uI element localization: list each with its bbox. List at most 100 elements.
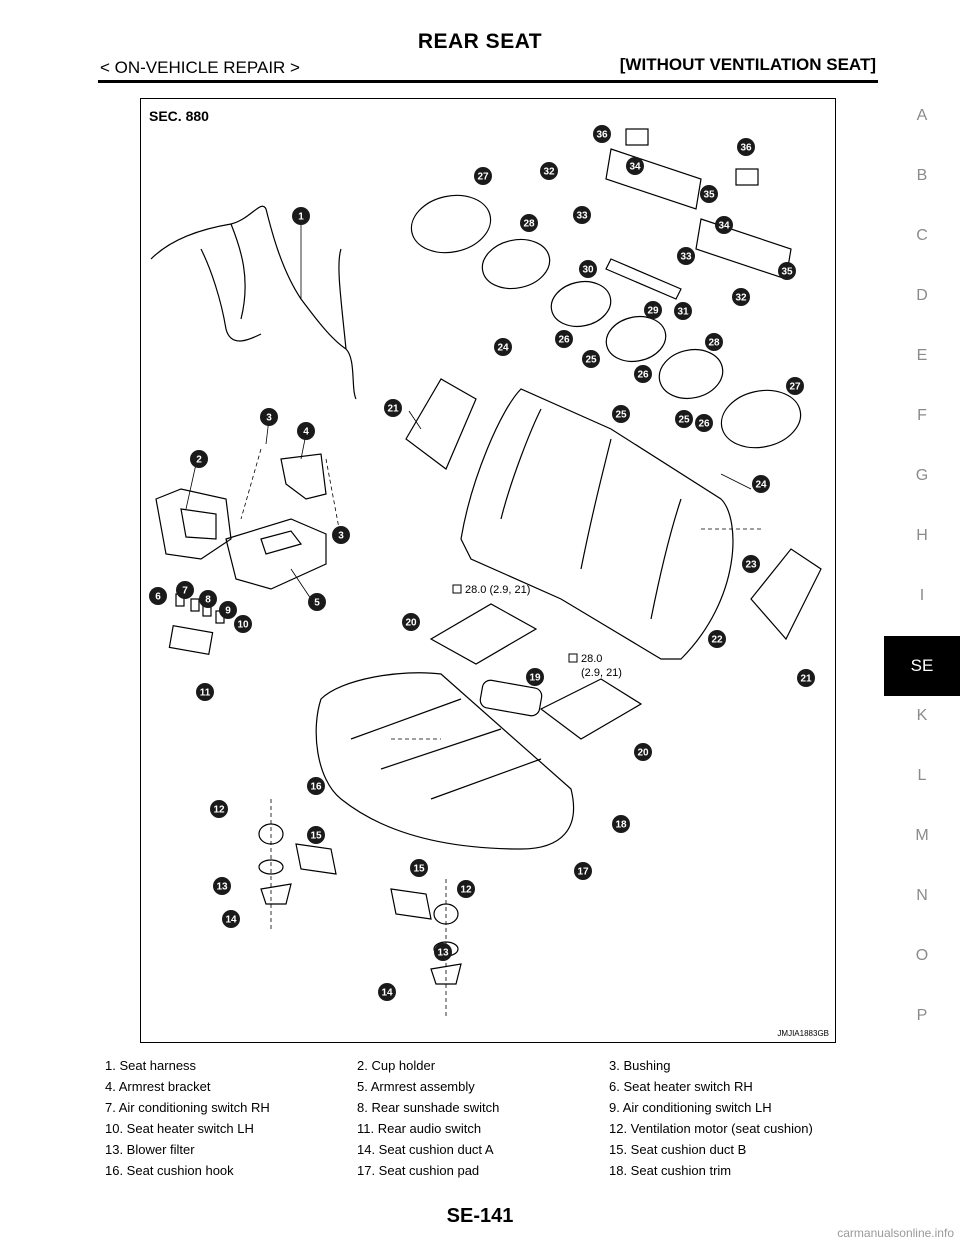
callout-32: 32	[732, 288, 750, 306]
callout-4: 4	[297, 422, 315, 440]
svg-text:10: 10	[237, 620, 249, 631]
watermark: carmanualsonline.info	[837, 1226, 954, 1240]
callout-15: 15	[410, 859, 428, 877]
legend-item: 15. Seat cushion duct B	[609, 1142, 747, 1157]
callout-27: 27	[786, 377, 804, 395]
legend-item: 7. Air conditioning switch RH	[105, 1100, 270, 1115]
svg-text:24: 24	[755, 480, 767, 491]
svg-text:32: 32	[543, 167, 555, 178]
legend-row: 10. Seat heater switch LH 11. Rear audio …	[105, 1121, 865, 1142]
index-tab-c: C	[916, 227, 928, 244]
page-number: SE-141	[446, 1205, 514, 1227]
callout-7: 7	[176, 581, 194, 599]
callout-5: 5	[308, 593, 326, 611]
svg-text:6: 6	[155, 592, 161, 603]
svg-text:36: 36	[596, 130, 608, 141]
callout-35: 35	[778, 262, 796, 280]
torque-spec-2-line1: 28.0	[581, 653, 602, 665]
armrest-shape	[225, 518, 327, 590]
callout-25: 25	[675, 410, 693, 428]
index-tab-f: F	[917, 407, 927, 424]
figure-code: JMJIA1883GB	[777, 1029, 829, 1038]
svg-text:11: 11	[200, 688, 211, 699]
callout-29: 29	[644, 301, 662, 319]
svg-text:24: 24	[497, 343, 509, 354]
callout-33: 33	[677, 247, 695, 265]
svg-text:16: 16	[310, 782, 322, 793]
callout-9: 9	[219, 601, 237, 619]
callout-36: 36	[737, 138, 755, 156]
seatback-shape	[460, 388, 734, 660]
svg-text:22: 22	[711, 635, 723, 646]
svg-text:26: 26	[637, 370, 649, 381]
index-tab-a: A	[916, 107, 928, 124]
section-number: SEC. 880	[149, 108, 209, 124]
callout-24: 24	[494, 338, 512, 356]
callout-23: 23	[742, 555, 760, 573]
legend-item: 12. Ventilation motor (seat cushion)	[609, 1121, 813, 1136]
callout-34: 34	[626, 157, 644, 175]
callout-34: 34	[715, 216, 733, 234]
svg-text:25: 25	[615, 410, 627, 421]
legend-item: 11. Rear audio switch	[357, 1121, 482, 1136]
callout-25: 25	[582, 350, 600, 368]
callout-22: 22	[708, 630, 726, 648]
index-tab-b: B	[916, 167, 928, 184]
callout-28: 28	[705, 333, 723, 351]
callout-27: 27	[474, 167, 492, 185]
callout-30: 30	[579, 260, 597, 278]
callout-8: 8	[199, 590, 217, 608]
callout-16: 16	[307, 777, 325, 795]
callout-24: 24	[752, 475, 770, 493]
index-tab-n: N	[916, 887, 928, 904]
callout-32: 32	[540, 162, 558, 180]
svg-text:20: 20	[405, 618, 417, 629]
legend-item: 10. Seat heater switch LH	[105, 1121, 254, 1136]
svg-text:27: 27	[477, 172, 489, 183]
callout-20: 20	[402, 613, 420, 631]
callout-31: 31	[674, 302, 692, 320]
svg-text:25: 25	[678, 415, 690, 426]
svg-text:20: 20	[637, 748, 649, 759]
callout-33: 33	[573, 206, 591, 224]
svg-text:13: 13	[437, 948, 449, 959]
svg-text:34: 34	[718, 221, 730, 232]
legend-row: 7. Air conditioning switch RH 8. Rear sun…	[105, 1100, 865, 1121]
headrest-left-shape	[410, 194, 492, 254]
svg-text:12: 12	[213, 805, 225, 816]
legend-item: 2. Cup holder	[357, 1058, 436, 1073]
legend-item: 9. Air conditioning switch LH	[609, 1100, 772, 1115]
callout-35: 35	[700, 185, 718, 203]
svg-text:35: 35	[781, 267, 793, 278]
header-rule	[98, 80, 878, 83]
variant-label: [WITHOUT VENTILATION SEAT]	[619, 55, 876, 74]
svg-text:19: 19	[529, 673, 541, 684]
callout-12: 12	[457, 880, 475, 898]
index-tab-o: O	[915, 947, 929, 964]
index-tab-p: P	[916, 1007, 928, 1024]
legend-item: 8. Rear sunshade switch	[357, 1100, 500, 1115]
callout-6: 6	[149, 587, 167, 605]
callout-26: 26	[695, 414, 713, 432]
legend-item: 16. Seat cushion hook	[105, 1163, 234, 1178]
svg-text:26: 26	[558, 335, 570, 346]
callout-10: 10	[234, 615, 252, 633]
svg-text:7: 7	[182, 586, 188, 597]
legend-item: 4. Armrest bracket	[105, 1079, 211, 1094]
callout-25: 25	[612, 405, 630, 423]
torque-symbol-1	[452, 584, 462, 594]
torque-symbol-2	[568, 653, 578, 663]
callout-21: 21	[384, 399, 402, 417]
callout-20: 20	[634, 743, 652, 761]
callout-14: 14	[378, 983, 396, 1001]
page-title: REAR SEAT	[417, 30, 543, 53]
svg-text:33: 33	[680, 252, 692, 263]
callout-1: 1	[292, 207, 310, 225]
legend-item: 5. Armrest assembly	[357, 1079, 475, 1094]
callout-19: 19	[526, 668, 544, 686]
index-tab-e: E	[916, 347, 928, 364]
